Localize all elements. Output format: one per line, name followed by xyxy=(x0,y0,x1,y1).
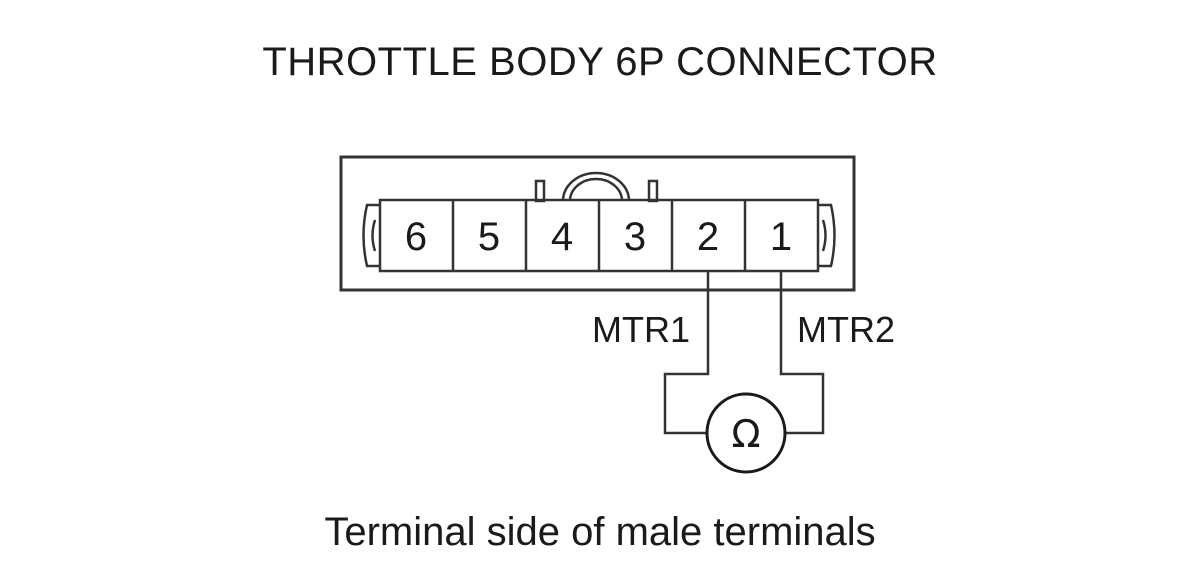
ohm-symbol: Ω xyxy=(731,412,760,456)
right-end-cap xyxy=(818,203,836,268)
pin-3-label: 3 xyxy=(624,215,646,259)
mtr1-test-lead xyxy=(663,271,710,435)
left-end-cap xyxy=(362,203,380,268)
diagram-title: THROTTLE BODY 6P CONNECTOR xyxy=(262,40,938,84)
ohmmeter-icon: Ω xyxy=(705,392,787,474)
locking-tab xyxy=(534,171,659,203)
pin-2-label: 2 xyxy=(697,215,719,259)
pin-6-label: 6 xyxy=(405,215,427,259)
mtr2-test-lead xyxy=(779,271,825,435)
pin-dividers xyxy=(451,200,747,271)
pin-4-label: 4 xyxy=(551,215,573,259)
mtr2-label: MTR2 xyxy=(797,309,895,350)
mtr1-label: MTR1 xyxy=(592,309,690,350)
connector-housing xyxy=(339,155,856,292)
pin-1-label: 1 xyxy=(770,215,792,259)
diagram-caption: Terminal side of male terminals xyxy=(324,510,876,554)
pin-5-label: 5 xyxy=(478,215,500,259)
